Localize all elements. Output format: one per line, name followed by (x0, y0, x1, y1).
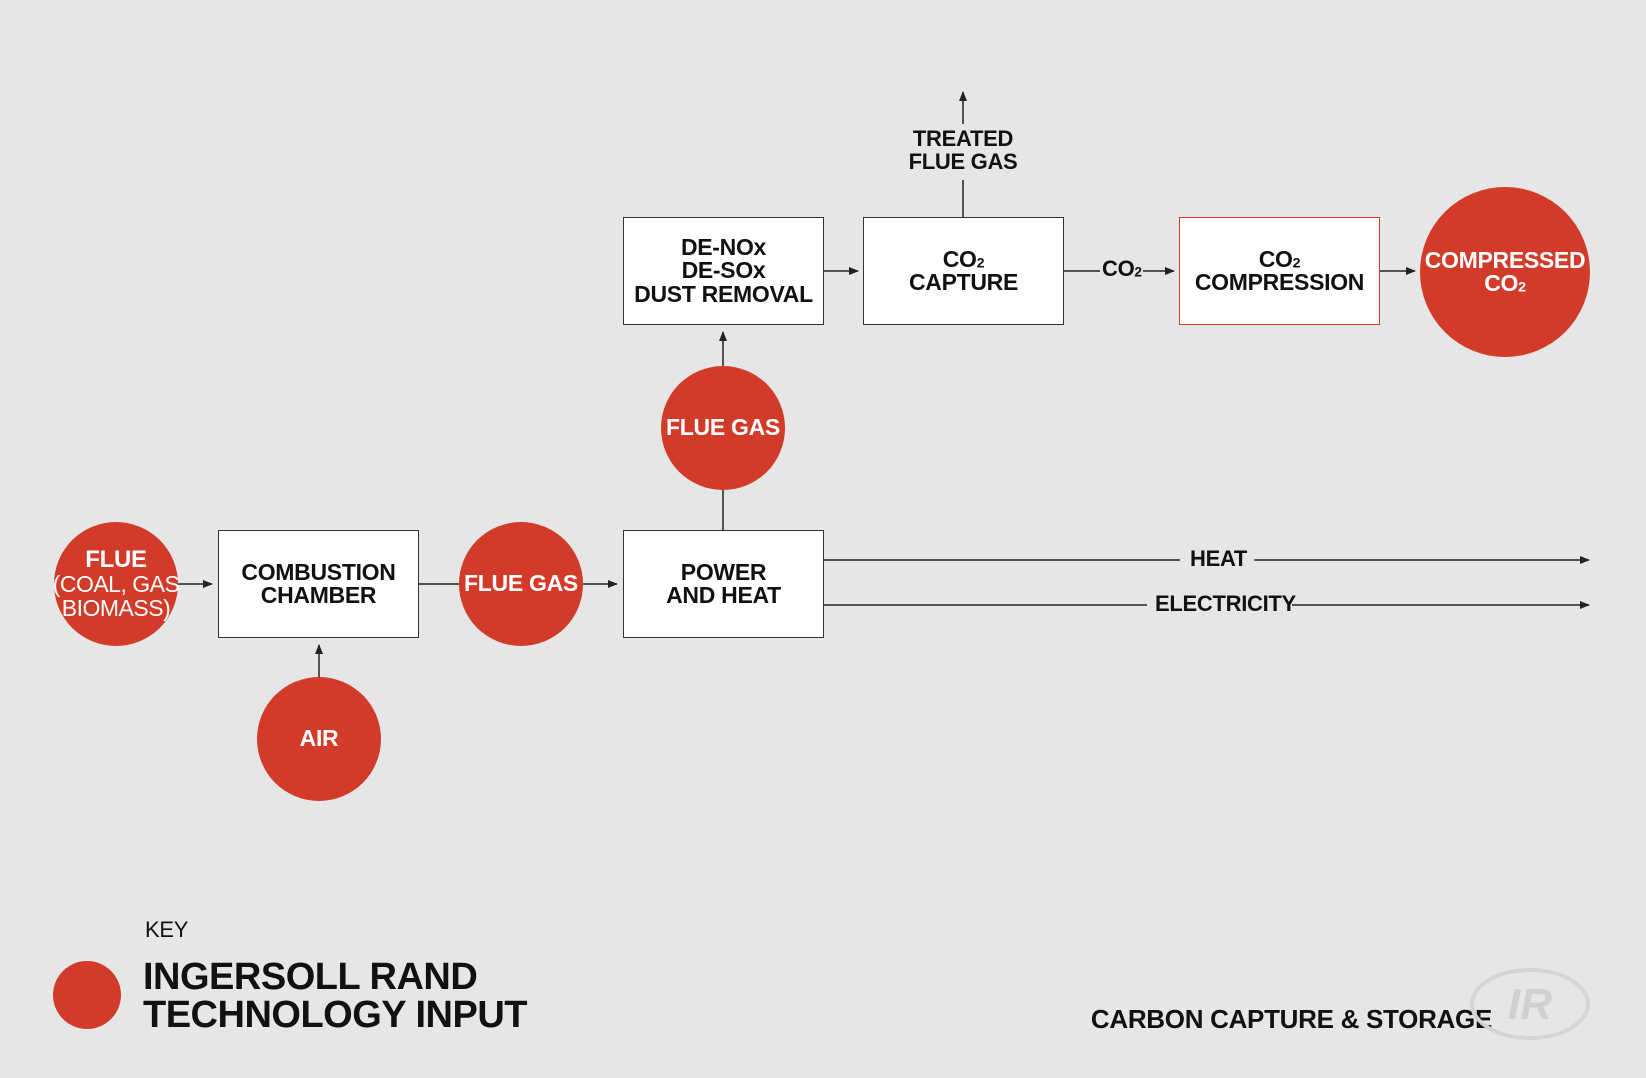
denox-desox-dust-removal-box: DE-NOx DE-SOx DUST REMOVAL (623, 217, 824, 325)
denox-line3: DUST REMOVAL (634, 280, 813, 307)
treated-line2: FLUE GAS (908, 149, 1018, 175)
fuel-subtitle-line2: BIOMASS) (61, 595, 171, 622)
logo-graphic: IR (1470, 968, 1590, 1040)
logo-text: IR (1508, 980, 1552, 1029)
power-line2: AND HEAT (666, 582, 781, 608)
treated-flue-gas-label: TREATED FLUE GAS (903, 127, 1023, 174)
co2-compression-box: CO2 COMPRESSION (1179, 217, 1380, 325)
compression-line1: CO2 (1258, 245, 1301, 272)
combustion-line1: COMBUSTION (241, 558, 396, 585)
combustion-chamber-box: COMBUSTION CHAMBER (218, 530, 419, 638)
fuel-input-node: FLUE (COAL, GAS BIOMASS) (52, 522, 180, 646)
capture-line1: CO2 (942, 245, 985, 272)
key-swatch (53, 961, 121, 1029)
key-line2: TECHNOLOGY INPUT (143, 994, 528, 1036)
co2-capture-box: CO2 CAPTURE (863, 217, 1064, 325)
fuel-subtitle-line1: (COAL, GAS (52, 571, 180, 598)
air-input-node: AIR (257, 677, 381, 801)
power-and-heat-box: POWER AND HEAT (623, 530, 824, 638)
footer-title: CARBON CAPTURE & STORAGE (1090, 1004, 1492, 1034)
compression-line2: COMPRESSION (1194, 269, 1365, 295)
co2-flow-label: CO2 (1102, 256, 1142, 281)
key-title: KEY (145, 917, 189, 942)
ingersoll-rand-logo-icon: IR (1468, 965, 1592, 1043)
compressed-co2-node: COMPRESSED CO2 (1420, 187, 1590, 357)
flue-gas-1-title: FLUE GAS (464, 570, 578, 597)
key-description: INGERSOLL RAND TECHNOLOGY INPUT (143, 956, 528, 1036)
compressed-line1: COMPRESSED (1424, 246, 1586, 273)
flue-gas-2-title: FLUE GAS (666, 414, 780, 441)
combustion-line2: CHAMBER (260, 582, 377, 608)
electricity-output-label: ELECTRICITY (1155, 591, 1296, 616)
air-title: AIR (299, 725, 339, 752)
treated-line1: TREATED (912, 126, 1014, 151)
fuel-title: FLUE (85, 545, 147, 573)
compressed-line2: CO2 (1484, 270, 1526, 296)
flue-gas-node-1: FLUE GAS (459, 522, 583, 646)
denox-line2: DE-SOx (681, 257, 766, 284)
key-line1: INGERSOLL RAND (143, 956, 478, 998)
flue-gas-node-2: FLUE GAS (661, 366, 785, 490)
power-line1: POWER (680, 558, 767, 585)
capture-line2: CAPTURE (908, 269, 1019, 295)
heat-output-label: HEAT (1190, 546, 1248, 571)
denox-line1: DE-NOx (680, 233, 767, 260)
